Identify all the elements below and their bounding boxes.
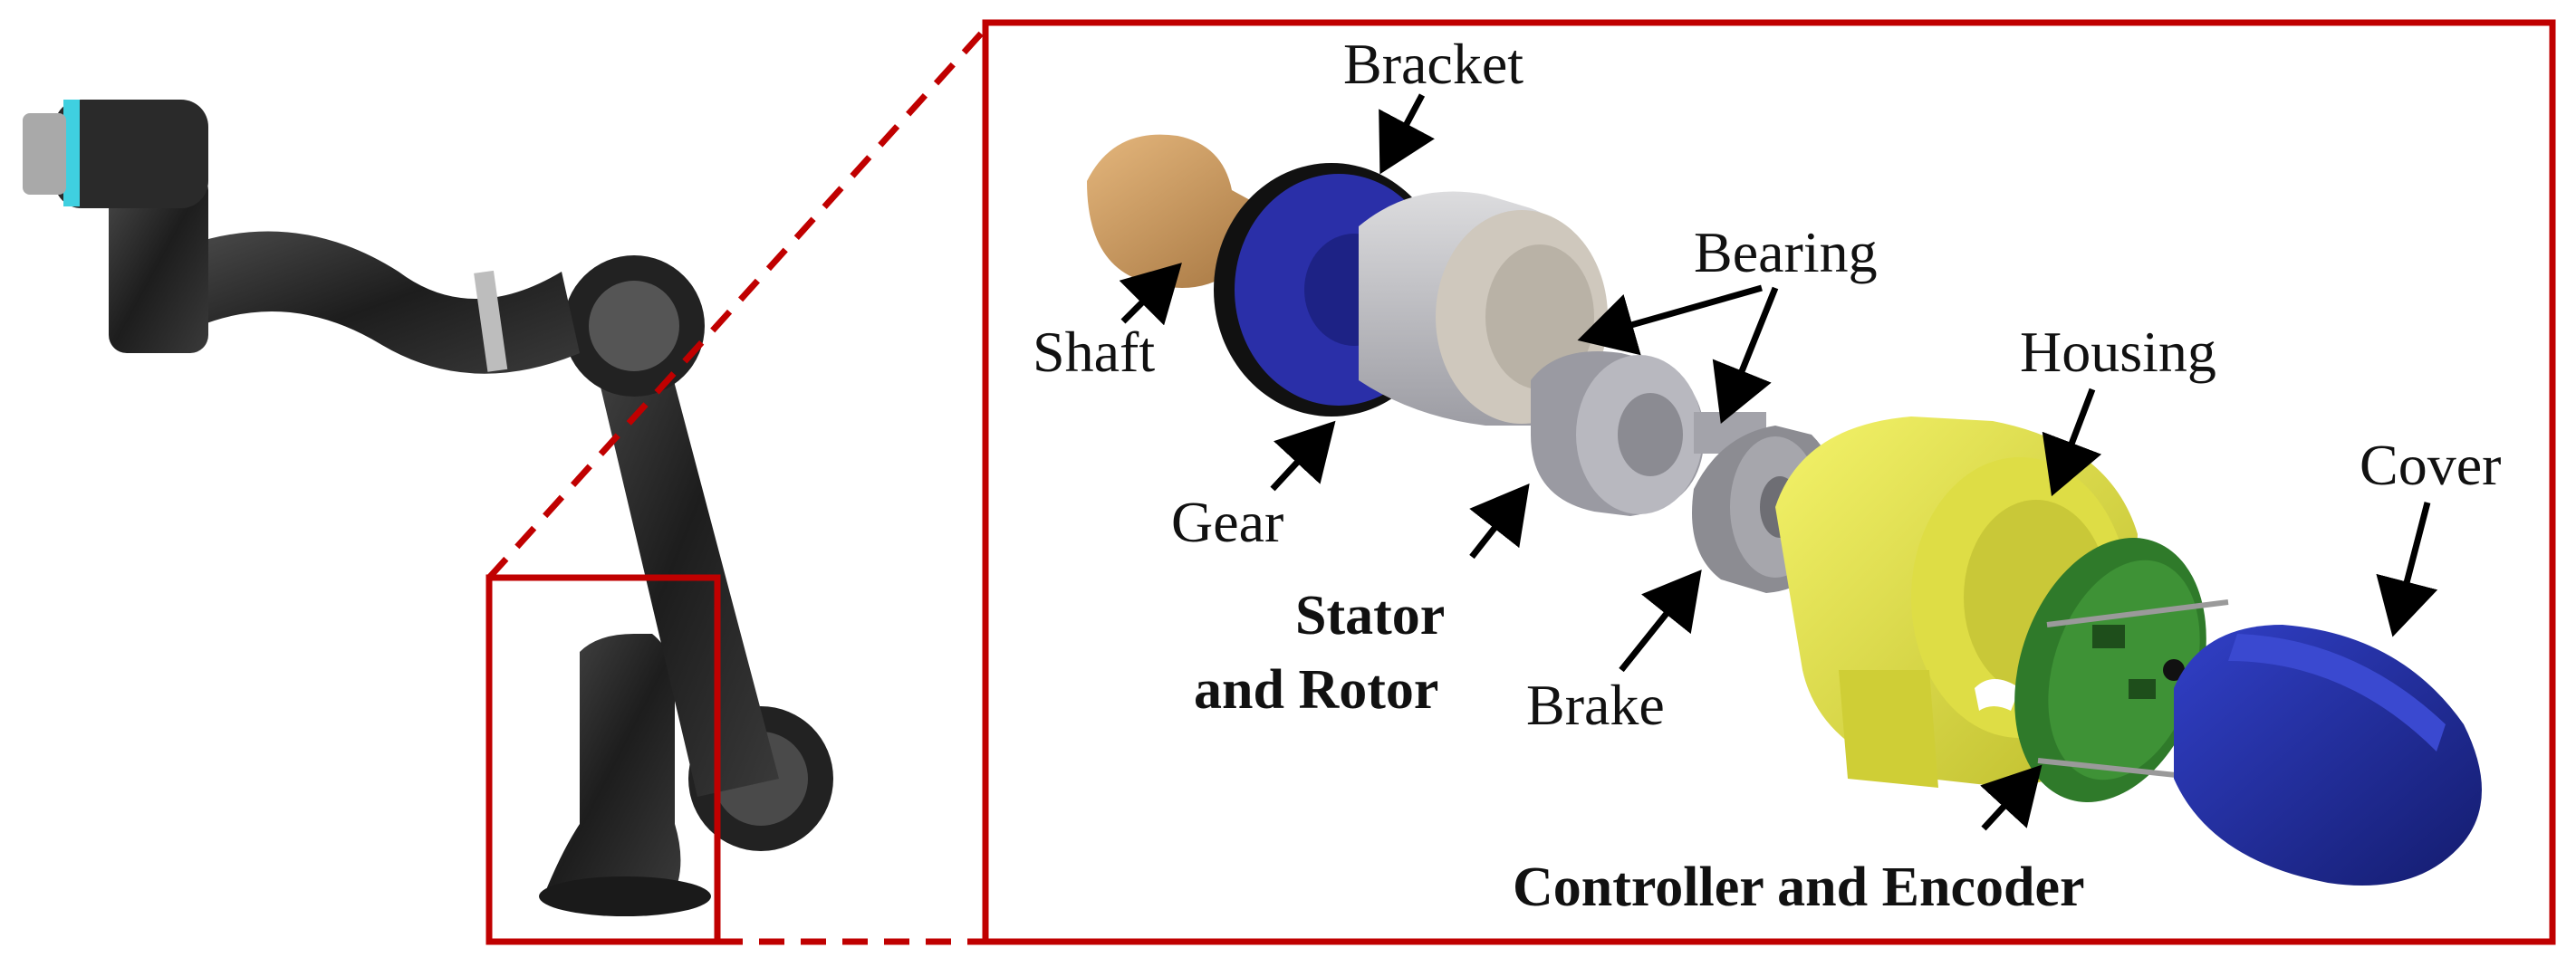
- controller-encoder-part: [2014, 538, 2229, 802]
- label-stator-line1: Stator: [1295, 585, 1445, 646]
- robot-zoom-box: [485, 574, 721, 945]
- cover-part: [2174, 625, 2482, 886]
- label-controller-encoder: Controller and Encoder: [1513, 857, 2085, 918]
- tool-flange: [23, 113, 66, 195]
- robot-arm-illustration: [23, 100, 833, 916]
- label-brake: Brake: [1526, 673, 1665, 737]
- label-cover: Cover: [2360, 433, 2501, 497]
- upper-arm-link: [190, 231, 580, 374]
- gear-part: [1359, 191, 1608, 426]
- label-shaft: Shaft: [1033, 320, 1155, 384]
- label-gear: Gear: [1171, 490, 1283, 554]
- label-housing: Housing: [2020, 320, 2216, 384]
- label-bracket: Bracket: [1343, 32, 1523, 96]
- tool-flange-ring: [63, 100, 80, 206]
- wrist-link: [109, 172, 208, 353]
- label-stator-line2: and Rotor: [1194, 659, 1438, 721]
- label-bearing: Bearing: [1694, 220, 1878, 284]
- robot-base: [543, 634, 681, 901]
